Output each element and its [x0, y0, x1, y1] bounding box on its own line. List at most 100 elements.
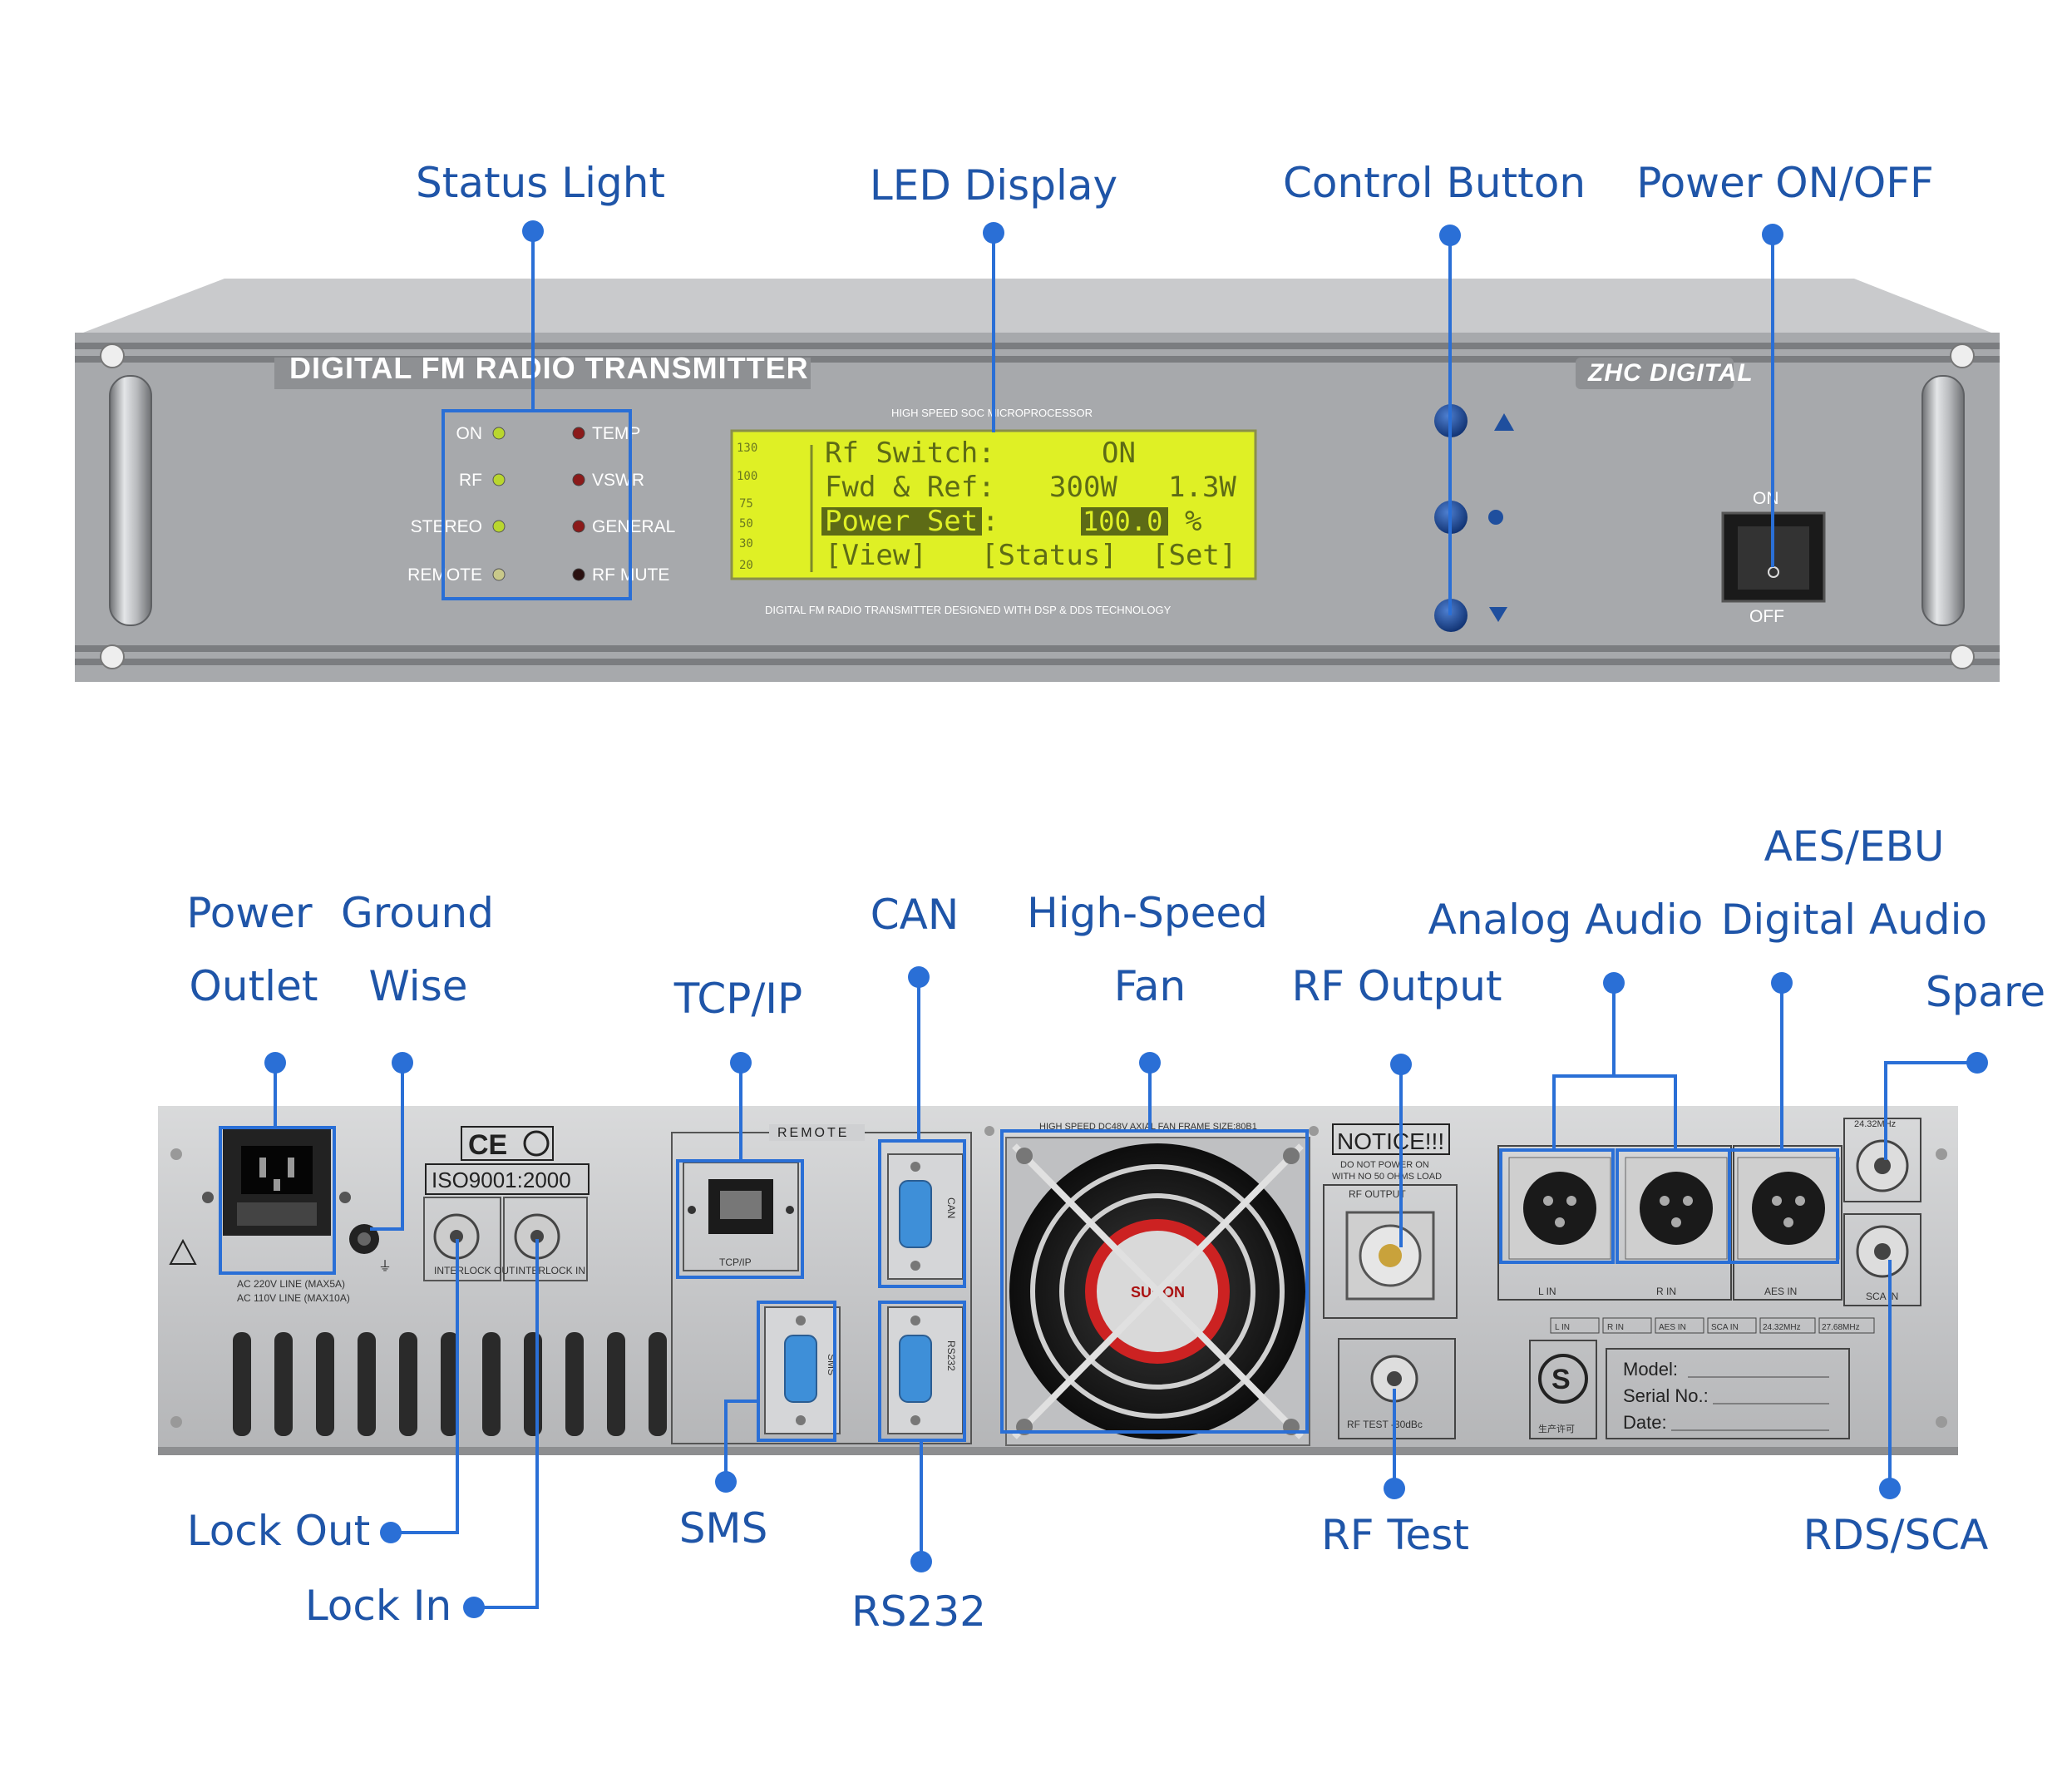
callout-tcpip: TCP/IP [673, 975, 802, 1023]
interlock-out-label: INTERLOCK OUT [434, 1265, 516, 1276]
title-strip [274, 358, 811, 389]
led-temp-icon [572, 427, 585, 440]
aes-frame [1728, 1148, 1839, 1264]
led-general-icon [572, 520, 585, 533]
callout-spare: Spare [1926, 968, 2045, 1016]
rear-panel: AC 220V LINE (MAX5A) AC 110V LINE (MAX10… [158, 1106, 1958, 1455]
notice-line1: DO NOT POWER ON [1340, 1160, 1429, 1170]
lcd-line1-label: Rf Switch: [825, 437, 995, 470]
aes-in-label: AES IN [1764, 1286, 1797, 1297]
status-label-remote: REMOTE [407, 565, 482, 585]
led-remote-icon [492, 568, 506, 581]
lcd-softkey-set: [Set] [1152, 539, 1236, 572]
iso-box [425, 1163, 589, 1195]
callout-rf-test: RF Test [1321, 1511, 1469, 1559]
lcd-softkey-view: [View] [825, 539, 927, 572]
lcd-line2-fwd: 300W [1049, 471, 1117, 504]
led-on-icon [492, 427, 506, 440]
tcpip-port-label: TCP/IP [719, 1256, 752, 1268]
r-in-label: R IN [1656, 1286, 1676, 1297]
callout-aes-ebu-2: Digital Audio [1721, 896, 1987, 944]
model-field: Model: [1623, 1359, 1678, 1380]
status-label-temp: TEMP [592, 424, 640, 443]
switch-off-label: OFF [1749, 607, 1784, 626]
lcd-line3-value: 100.0 [1083, 506, 1162, 537]
callout-power-outlet-2: Outlet [190, 962, 318, 1010]
xlr-right-in[interactable] [1625, 1157, 1728, 1260]
lcd-line3-highlight [821, 507, 982, 536]
rear-screws [170, 1126, 1947, 1428]
hazard-icon [169, 1238, 197, 1265]
fuse-drawer[interactable] [237, 1202, 317, 1226]
brand-logo: ZHC DIGITAL [1587, 359, 1754, 387]
rack-screws [100, 343, 1975, 669]
cert-icon [523, 1130, 550, 1157]
lcd-line3-label: Power Set [825, 505, 978, 538]
left-handle[interactable] [109, 375, 152, 626]
status-label-stereo: STEREO [411, 517, 482, 536]
lcd-softkey-status: [Status] [981, 539, 1117, 572]
xlr-left-in[interactable] [1508, 1157, 1611, 1260]
callout-ground-2: Wise [368, 962, 467, 1010]
lcd-scale-100: 100 [737, 470, 757, 483]
notice-line2: WITH NO 50 OHMS LOAD [1332, 1172, 1442, 1182]
lcd-line2-ref: 1.3W [1168, 471, 1236, 504]
front-panel: DIGITAL FM RADIO TRANSMITTER ZHC DIGITAL… [75, 279, 2000, 682]
down-arrow-icon [1489, 607, 1507, 622]
label-chips: L IN R IN AES IN SCA IN 24.32MHz 27.68MH… [1550, 1317, 1875, 1334]
callout-power-outlet-1: Power [186, 889, 313, 937]
lcd-scale-130: 130 [737, 442, 757, 455]
callout-lock-out: Lock Out [187, 1507, 371, 1555]
serial-field: Serial No.: [1623, 1385, 1709, 1406]
sms-db9-port[interactable] [784, 1335, 817, 1403]
rs232-frame [878, 1301, 966, 1442]
rf-output-label: RF OUTPUT [1349, 1188, 1406, 1200]
status-label-on: ON [456, 424, 483, 443]
ce-box [461, 1126, 554, 1161]
tcpip-frame [676, 1159, 804, 1279]
callout-sms: SMS [679, 1504, 768, 1553]
chip-freq2: 27.68MHz [1822, 1323, 1860, 1332]
right-handle[interactable] [1921, 375, 1965, 626]
chip-freq1: 24.32MHz [1763, 1323, 1801, 1332]
rack-ear-stripes [75, 343, 2000, 665]
enter-dot-icon [1488, 510, 1503, 525]
can-port-label: CAN [945, 1197, 957, 1218]
led-stereo-icon [492, 520, 506, 533]
chip-aes-in: AES IN [1659, 1323, 1686, 1332]
brand-plate [1576, 358, 1734, 389]
front-callouts: Status Light LED Display Control Button … [416, 159, 1934, 615]
xlr-aes-in[interactable] [1737, 1157, 1840, 1260]
l-in-label: L IN [1538, 1286, 1556, 1297]
power-outlet-frame [219, 1126, 336, 1275]
rear-callouts: Power Outlet Ground Wise TCP/IP CAN High… [186, 822, 2045, 1636]
lcd-scale-20: 20 [739, 559, 753, 572]
ce-mark: CE [468, 1129, 507, 1161]
callout-rs232: RS232 [851, 1587, 986, 1636]
rs232-db9-port[interactable] [899, 1335, 932, 1403]
can-db9-port[interactable] [899, 1180, 932, 1248]
svg-text:S: S [1551, 1364, 1571, 1395]
up-arrow-icon [1494, 413, 1514, 431]
notice-title: NOTICE!!! [1337, 1128, 1444, 1154]
chassis-top [83, 279, 1991, 333]
rear-bottom-edge [158, 1447, 1958, 1455]
can-frame [878, 1139, 966, 1288]
ground-icon: ⏚ [378, 1259, 392, 1274]
status-label-rf: RF [459, 471, 482, 490]
xlr-left-frame [1499, 1148, 1615, 1264]
switch-on-label: ON [1753, 489, 1779, 508]
date-field: Date: [1623, 1412, 1667, 1433]
lcd-scale-75: 75 [739, 497, 753, 511]
callout-fan-2: Fan [1114, 962, 1186, 1010]
fan-frame-highlight [1000, 1129, 1309, 1434]
remote-label: REMOTE [777, 1126, 849, 1140]
status-label-general: GENERAL [592, 517, 675, 536]
freq-top-label: 24.32MHz [1854, 1119, 1896, 1129]
chip-l-in: L IN [1555, 1323, 1570, 1332]
lcd-display: 130 100 75 50 30 20 Rf Switch: ON Fwd & … [730, 429, 1257, 580]
lcd-line1-value: ON [1102, 437, 1136, 470]
ac-line-110: AC 110V LINE (MAX10A) [237, 1292, 350, 1304]
